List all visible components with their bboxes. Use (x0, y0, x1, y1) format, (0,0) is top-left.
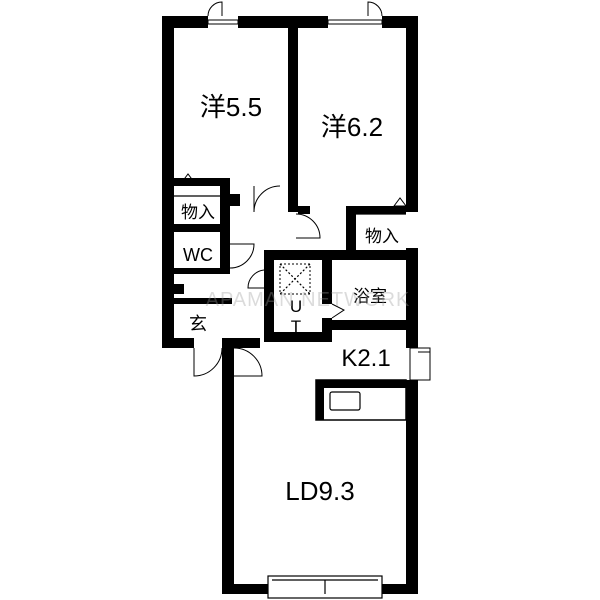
closet-marker-icon (181, 173, 195, 183)
room-labels: 洋5.5 洋6.2 物入 物入 WC 玄 浴室 U T K2.1 LD9.3 (181, 92, 399, 506)
label-entrance: 玄 (189, 314, 207, 334)
door-bath (331, 303, 345, 319)
label-wc: WC (183, 245, 213, 265)
label-storage-2: 物入 (365, 227, 399, 246)
door-western-2 (295, 213, 321, 239)
thin-details (174, 173, 407, 421)
label-utility-t: T (291, 317, 301, 336)
washer-pan-icon (279, 263, 311, 295)
door-entrance (193, 347, 223, 377)
label-storage-1: 物入 (181, 203, 215, 222)
doors (193, 1, 431, 599)
watermark: APAMAN NETWORK (206, 289, 411, 311)
door-western-1 (253, 185, 281, 213)
door-wc (229, 243, 255, 269)
label-bath: 浴室 (353, 287, 387, 306)
outer-walls (162, 16, 418, 594)
label-western-1: 洋5.5 (200, 92, 262, 122)
door-entrance-2 (233, 347, 263, 377)
sink-icon (329, 391, 361, 411)
label-living-dining: LD9.3 (285, 476, 354, 506)
label-utility-u: U (290, 297, 302, 316)
door-utility (247, 269, 265, 289)
interior-walls (174, 16, 418, 342)
label-kitchen: K2.1 (341, 345, 390, 372)
label-western-2: 洋6.2 (321, 112, 383, 142)
closet-marker-icon (393, 197, 407, 207)
